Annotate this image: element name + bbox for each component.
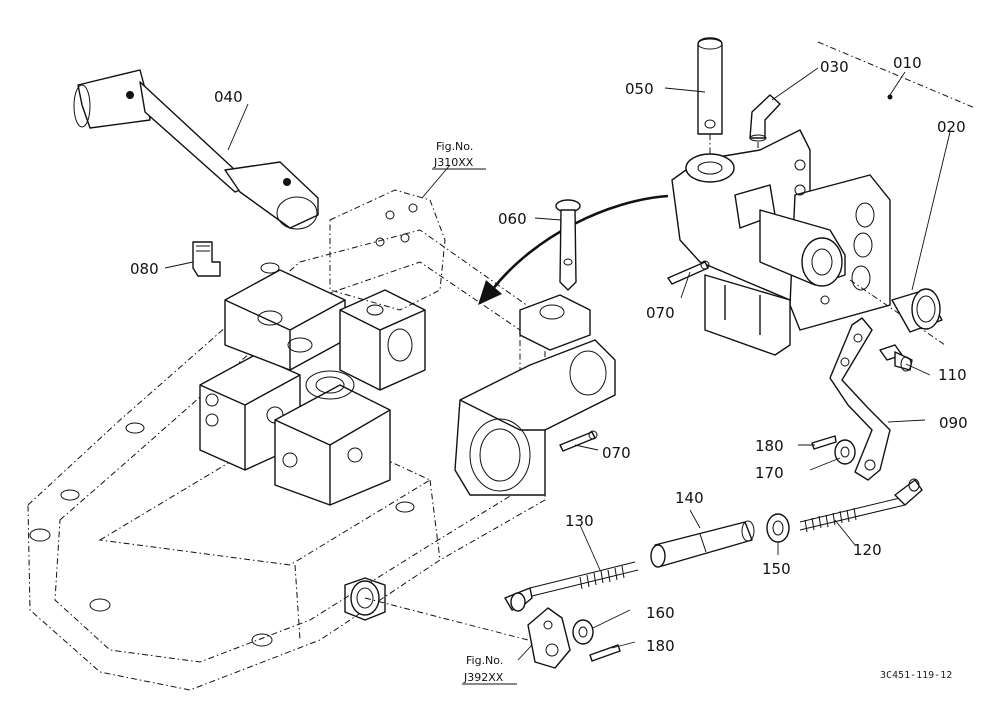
label-120: 120 [853, 541, 882, 559]
label-150: 150 [762, 560, 791, 578]
washer-160 [572, 619, 594, 645]
label-160: 160 [646, 604, 675, 622]
label-130: 130 [565, 512, 594, 530]
label-030: 030 [820, 58, 849, 76]
rod-130 [504, 561, 639, 612]
lift-arm-rod-040 [73, 69, 319, 230]
label-060: 060 [498, 210, 527, 228]
part-labels: 040 050 030 010 020 060 070 080 070 110 … [130, 54, 968, 655]
washer-170 [834, 439, 856, 465]
cotter-pin-180-lower [589, 644, 621, 662]
fig-ref-number: J310XX [433, 156, 474, 169]
valve-body-upper [224, 269, 426, 391]
drawing-code: 3C451-119-12 [880, 670, 952, 681]
fig-ref-number: J392XX [463, 671, 504, 684]
label-110: 110 [938, 366, 967, 384]
leader-lines [164, 41, 976, 661]
lever-bracket-assembly-010 [671, 94, 946, 356]
rod-120 [799, 478, 923, 533]
label-180-lower: 180 [646, 637, 675, 655]
shaft-boss [344, 577, 386, 621]
cotter-pin-180-upper [811, 435, 837, 450]
label-040: 040 [214, 88, 243, 106]
fig-ref-heading: Fig.No. [466, 654, 503, 667]
pin-050 [697, 37, 723, 162]
figure-ref-j392: Fig.No. J392XX [462, 654, 517, 685]
grease-fitting-080 [192, 241, 221, 277]
control-arm-090 [829, 317, 891, 481]
label-090: 090 [939, 414, 968, 432]
label-180-upper: 180 [755, 437, 784, 455]
fig-ref-heading: Fig.No. [436, 140, 473, 153]
bushing-020 [891, 288, 943, 333]
turnbuckle-140 [650, 520, 755, 568]
label-050: 050 [625, 80, 654, 98]
cotter-pin-070-upper [667, 260, 710, 285]
label-140: 140 [675, 489, 704, 507]
label-020: 020 [937, 118, 966, 136]
bolt-110 [879, 344, 913, 372]
label-080: 080 [130, 260, 159, 278]
label-070-upper: 070 [646, 304, 675, 322]
nut-150 [766, 513, 790, 543]
label-010: 010 [893, 54, 922, 72]
valve-body-right [454, 294, 616, 496]
label-170: 170 [755, 464, 784, 482]
lower-link-j392 [364, 597, 571, 669]
figure-ref-j310: Fig.No. J310XX [432, 140, 486, 170]
valve-body-center [274, 370, 391, 506]
cotter-pin-070-lower [559, 430, 598, 452]
mounting-plate-j310 [329, 189, 446, 311]
pin-060 [555, 199, 581, 291]
label-070-lower: 070 [602, 444, 631, 462]
